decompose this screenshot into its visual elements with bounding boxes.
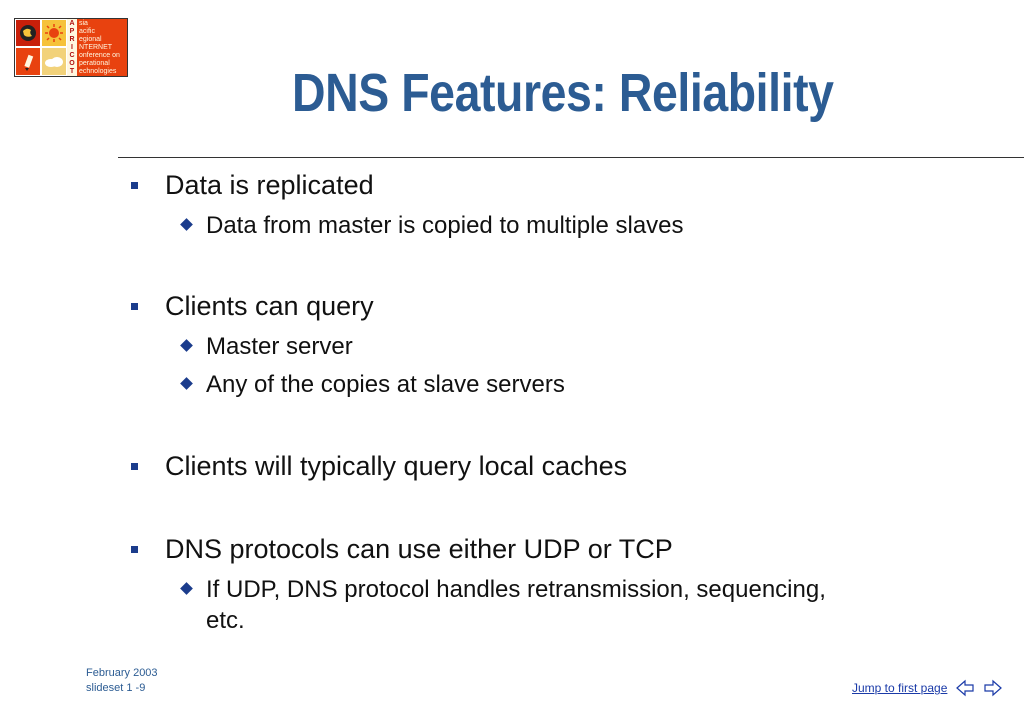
cloud-icon bbox=[41, 47, 67, 76]
bullet-text: Clients will typically query local cache… bbox=[165, 451, 628, 481]
logo-word: perational bbox=[79, 60, 110, 67]
bullet-text: DNS protocols can use either UDP or TCP bbox=[165, 534, 673, 564]
sub-bullet-item: Master server bbox=[180, 331, 353, 362]
logo-word: egional bbox=[79, 36, 102, 43]
diamond-bullet-icon bbox=[180, 377, 193, 390]
sub-bullet-text: Any of the copies at slave servers bbox=[206, 371, 565, 398]
footer-navigation: Jump to first page bbox=[852, 678, 1003, 698]
diamond-bullet-icon bbox=[180, 582, 193, 595]
bullet-item: DNS protocols can use either UDP or TCP bbox=[131, 534, 673, 565]
sub-bullet-text: If UDP, DNS protocol handles retransmiss… bbox=[206, 576, 826, 603]
jump-to-first-page-link[interactable]: Jump to first page bbox=[852, 681, 948, 695]
diamond-bullet-icon bbox=[180, 339, 193, 352]
left-arrow-icon[interactable] bbox=[955, 678, 975, 698]
logo-letter: O bbox=[69, 60, 75, 67]
logo-tiles bbox=[15, 19, 67, 76]
sub-bullet-item: If UDP, DNS protocol handles retransmiss… bbox=[180, 574, 826, 605]
sun-icon bbox=[41, 19, 67, 47]
right-arrow-icon[interactable] bbox=[983, 678, 1003, 698]
sub-bullet-text: etc. bbox=[206, 607, 245, 634]
footer-date: February 2003 bbox=[86, 667, 158, 679]
footer-slide-number: slideset 1 -9 bbox=[86, 682, 146, 694]
logo-word: echnologies bbox=[79, 68, 117, 75]
logo-letter: P bbox=[69, 28, 75, 35]
logo-word: acific bbox=[79, 28, 95, 35]
bullet-text: Clients can query bbox=[165, 291, 374, 321]
bullet-item: Clients will typically query local cache… bbox=[131, 451, 628, 482]
footer-info: February 2003 slideset 1 -9 bbox=[86, 666, 158, 696]
square-bullet-icon bbox=[131, 182, 138, 189]
logo-letter: I bbox=[71, 44, 73, 51]
slide-title: DNS Features: Reliability bbox=[292, 63, 834, 123]
logo-letter: A bbox=[69, 20, 75, 27]
logo-word: sia bbox=[79, 20, 88, 27]
bullet-text: Data is replicated bbox=[165, 170, 374, 200]
square-bullet-icon bbox=[131, 546, 138, 553]
logo-letters: A P R I C O T bbox=[67, 19, 77, 76]
logo-letter: C bbox=[69, 52, 75, 59]
logo-words: sia acific egional NTERNET onference on … bbox=[77, 19, 127, 76]
sub-bullet-item: Any of the copies at slave servers bbox=[180, 369, 565, 400]
logo-letter: R bbox=[69, 36, 75, 43]
pencil-icon bbox=[15, 47, 41, 76]
logo-letter: T bbox=[69, 68, 75, 75]
bullet-item: Data is replicated bbox=[131, 170, 374, 201]
sub-bullet-item: Data from master is copied to multiple s… bbox=[180, 210, 684, 241]
square-bullet-icon bbox=[131, 303, 138, 310]
diamond-bullet-icon bbox=[180, 218, 193, 231]
apricot-logo: A P R I C O T sia acific egional NTERNET… bbox=[14, 18, 128, 77]
sub-bullet-text: Master server bbox=[206, 333, 353, 360]
logo-word: onference on bbox=[79, 52, 120, 59]
bullet-item: Clients can query bbox=[131, 291, 374, 322]
sub-bullet-continuation: etc. bbox=[206, 605, 245, 636]
globe-icon bbox=[15, 19, 41, 47]
sub-bullet-text: Data from master is copied to multiple s… bbox=[206, 212, 684, 239]
logo-word: NTERNET bbox=[79, 44, 113, 51]
square-bullet-icon bbox=[131, 463, 138, 470]
title-divider bbox=[118, 157, 1024, 158]
